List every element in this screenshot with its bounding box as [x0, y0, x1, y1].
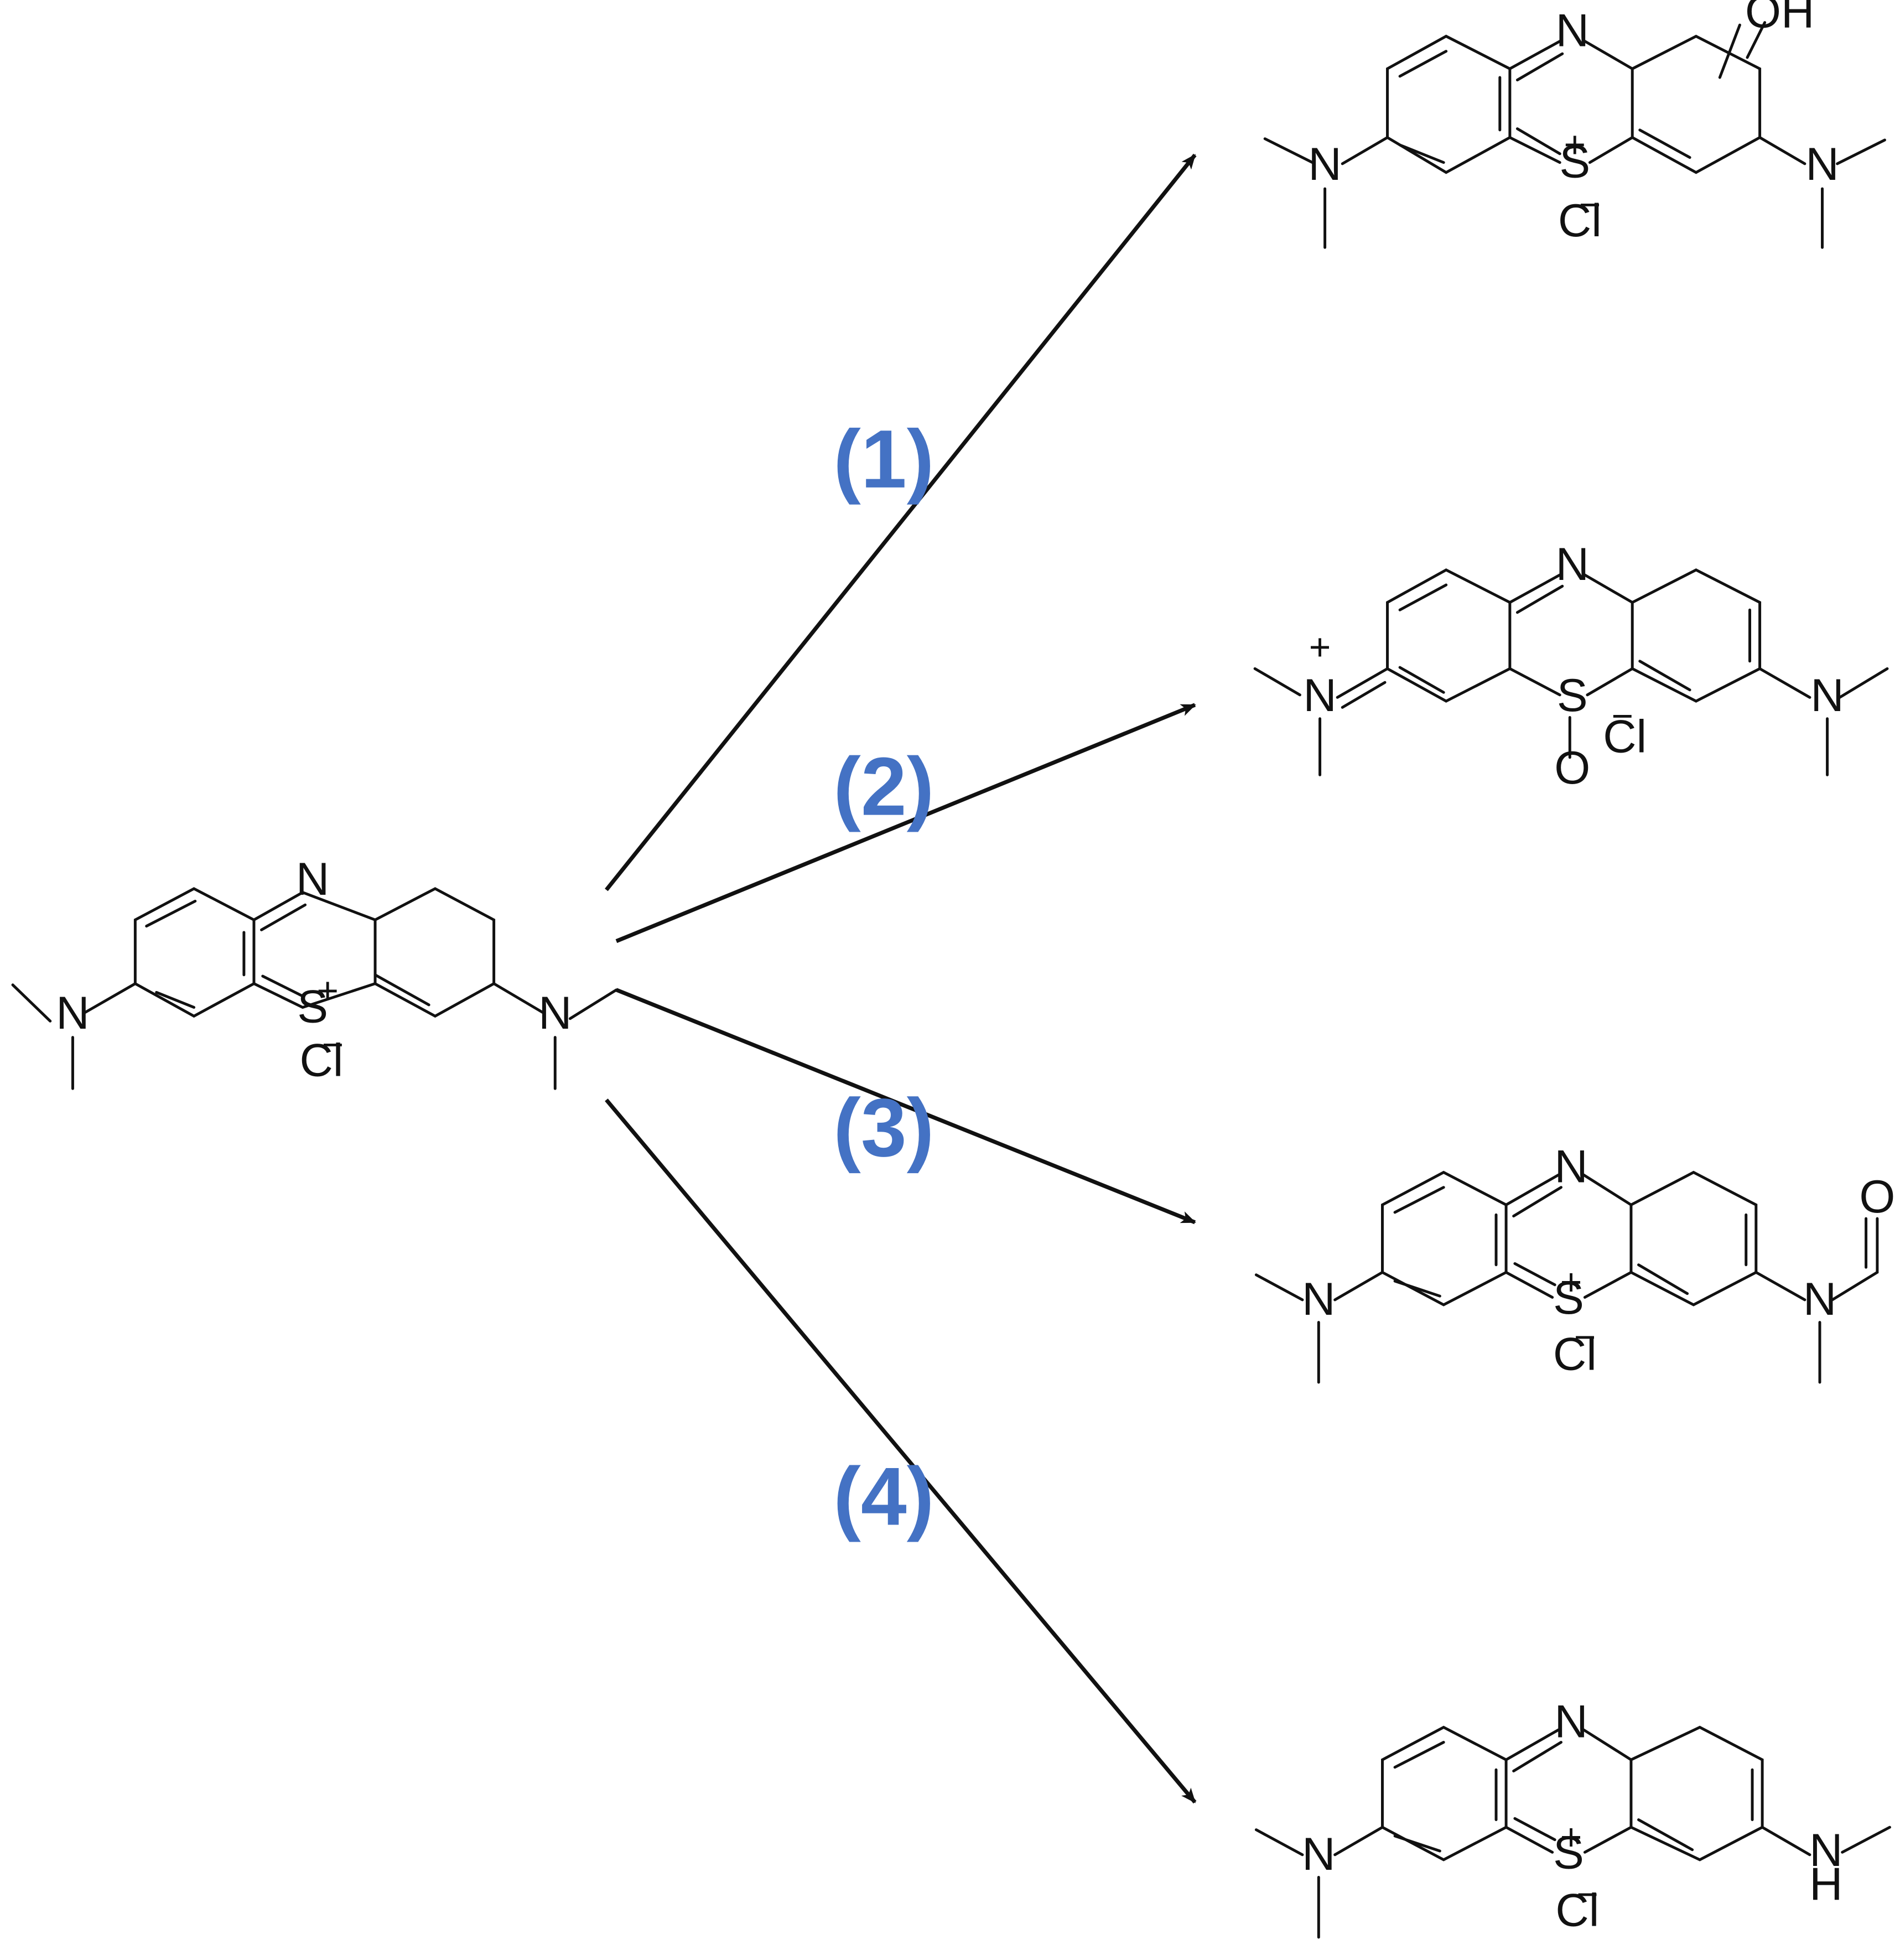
product-3-right-n: N: [1803, 1273, 1836, 1325]
product-4-ring-n: N: [1554, 1695, 1587, 1747]
product-3-left-n: N: [1302, 1273, 1335, 1325]
product-2-sulfoxide-o: O: [1554, 742, 1590, 794]
step-labels: (1) (2) (3) (4): [833, 413, 934, 1543]
product-1-chloride-minus: −: [1579, 184, 1601, 226]
reactant-chloride-minus: −: [321, 1024, 344, 1066]
product-4-ring-s: S: [1553, 1827, 1584, 1879]
product-2-ring-s: S: [1557, 669, 1588, 721]
product-3-chloride-minus: −: [1574, 1316, 1596, 1358]
arrow-step-3: [615, 988, 1196, 1225]
product-2-chloride-minus: −: [1611, 696, 1633, 737]
product-4-s-plus: +: [1560, 1817, 1582, 1858]
product-3-bonds: [1254, 1170, 1879, 1384]
arrow-step-1: [605, 153, 1197, 891]
product-1-chloride: Cl: [1558, 194, 1602, 246]
atom-labels: N S + N N Cl − N S + N N OH Cl − N S O N…: [56, 0, 1895, 1936]
reactant-right-n: N: [538, 987, 572, 1039]
reactant-ring-n: N: [296, 853, 329, 905]
product-1-hydroxyl: OH: [1745, 0, 1814, 38]
product-4-right-n: N: [1809, 1824, 1842, 1876]
product-1-right-n: N: [1805, 138, 1839, 190]
product-2-right-n: N: [1810, 669, 1844, 721]
product-3-ring-s: S: [1553, 1272, 1584, 1324]
product-4-amine-h: H: [1809, 1858, 1842, 1910]
product-2-bonds: [1253, 568, 1889, 776]
arrow-step-4: [605, 1098, 1197, 1804]
methylene-blue-bonds: [11, 887, 618, 1090]
product-4-chloride: Cl: [1555, 1884, 1599, 1936]
product-3-formyl-o: O: [1859, 1170, 1895, 1222]
product-3-chloride: Cl: [1553, 1328, 1597, 1380]
product-3-s-plus: +: [1560, 1262, 1582, 1303]
product-4-bonds: [1254, 1725, 1891, 1939]
reactant-ring-s: S: [297, 981, 328, 1033]
step-label-1: (1): [833, 413, 934, 505]
product-2-n-plus: +: [1309, 627, 1331, 668]
product-4-left-n: N: [1302, 1828, 1335, 1880]
product-1-left-n: N: [1308, 138, 1341, 190]
step-label-3: (3): [833, 1081, 934, 1174]
arrow-step-2: [615, 703, 1196, 943]
product-2-ring-n: N: [1556, 538, 1589, 590]
product-1-ring-n: N: [1556, 4, 1589, 56]
reactant-left-n: N: [56, 987, 89, 1039]
product-2-iminium-n: N: [1303, 669, 1336, 721]
product-1-ring-s: S: [1559, 136, 1590, 188]
step-label-4: (4): [833, 1450, 934, 1543]
product-2-chloride: Cl: [1603, 711, 1647, 763]
product-3-ring-n: N: [1554, 1140, 1587, 1192]
step-label-2: (2): [833, 740, 934, 833]
product-1-bonds: [1263, 21, 1886, 249]
reactant-s-plus: +: [316, 971, 339, 1012]
product-1-s-plus: +: [1564, 125, 1586, 166]
product-4-chloride-minus: −: [1576, 1874, 1598, 1916]
bonds: [11, 21, 1891, 1939]
reaction-arrows: [605, 153, 1197, 1804]
reactant-chloride: Cl: [299, 1034, 343, 1086]
